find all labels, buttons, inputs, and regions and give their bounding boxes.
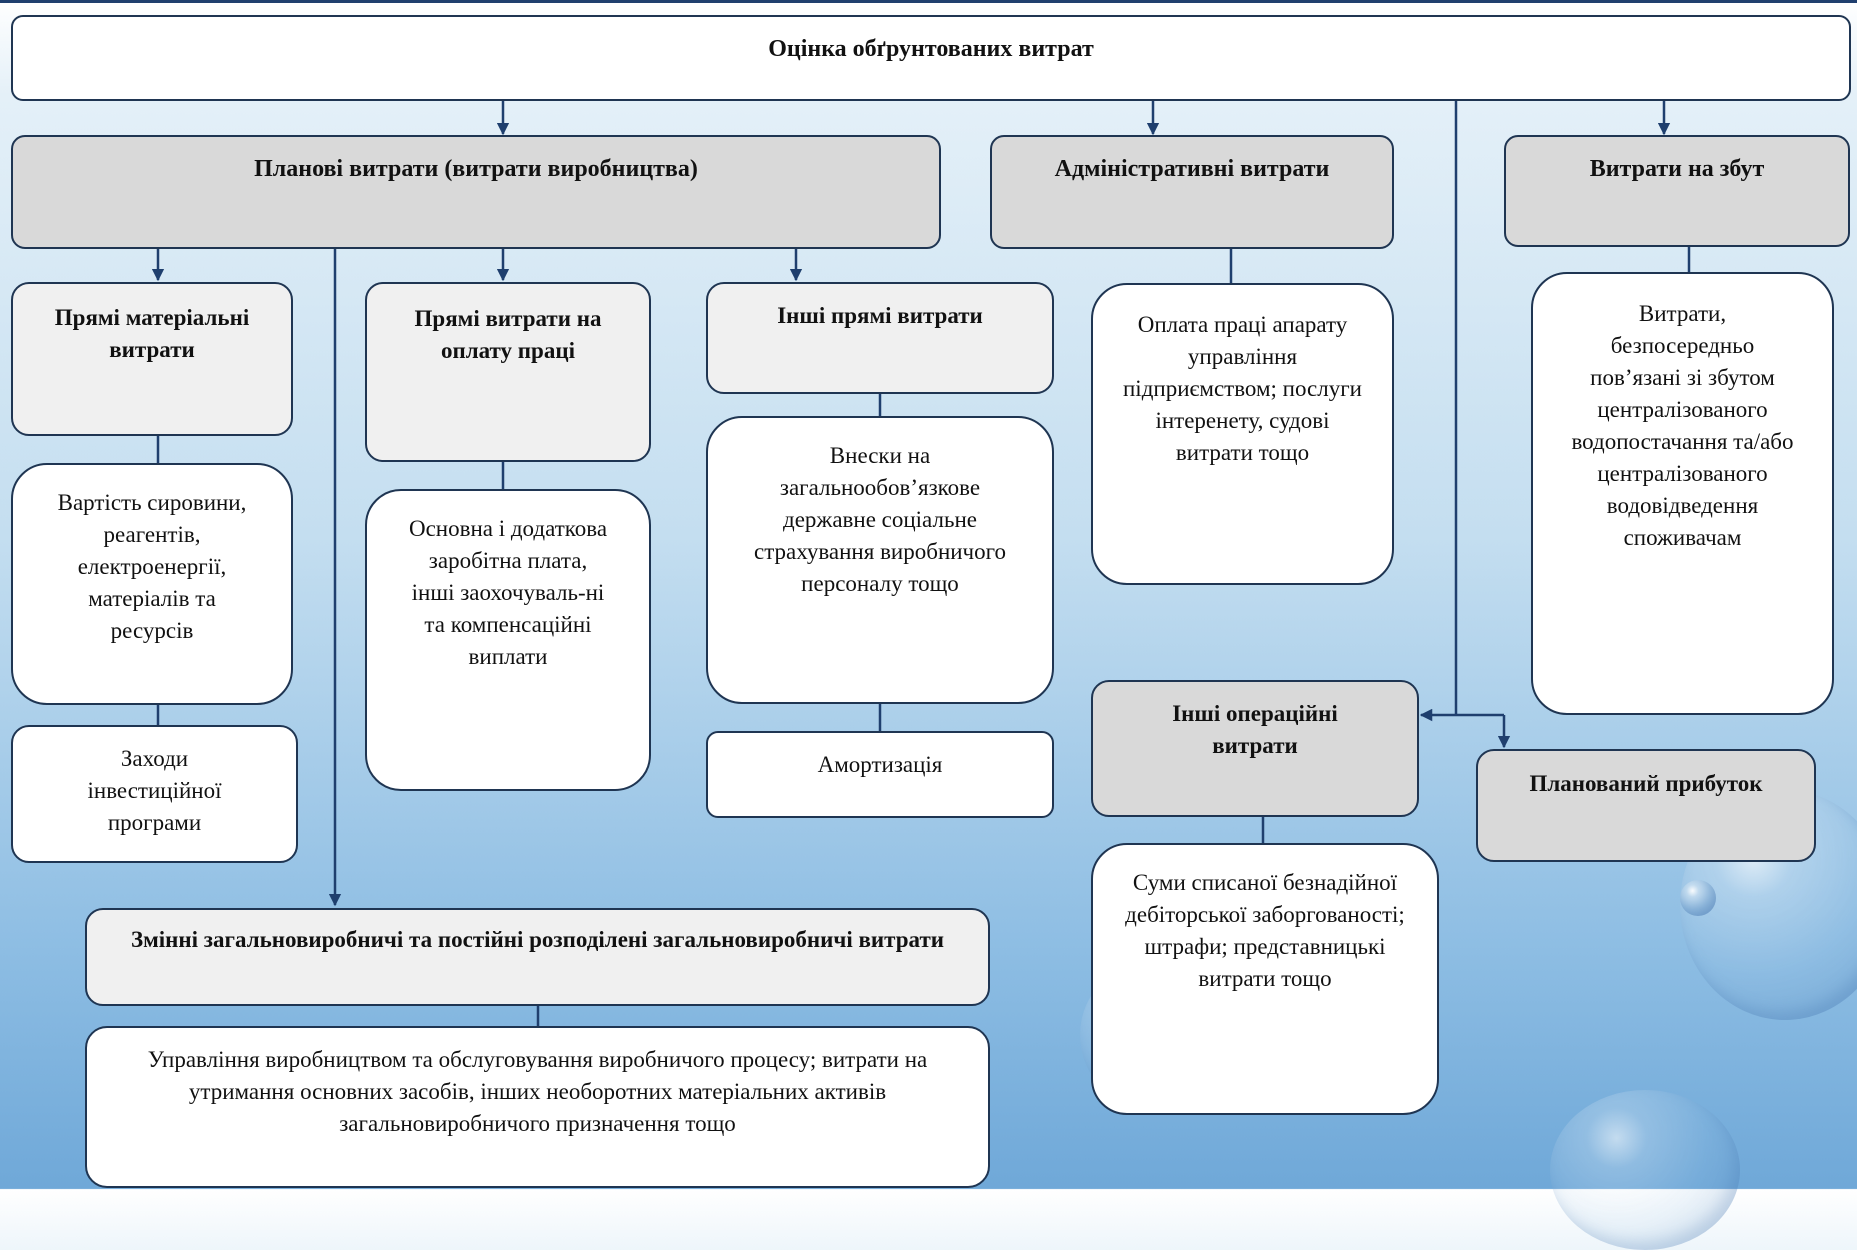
other-direct-label: Інші прямі витрати [777,303,983,328]
other-operating-desc-box: Суми списаної безнадійної дебіторської з… [1091,843,1439,1115]
overhead-desc: Управління виробництвом та обслуговуванн… [147,1047,928,1136]
root-label: Оцінка обґрунтованих витрат [768,36,1094,62]
sales-costs-label: Витрати на збут [1589,156,1765,182]
admin-costs-box: Адміністративні витрати [990,135,1394,249]
decorative-bubble [1680,880,1716,916]
sales-desc: Витрати, безпосередньо пов’язані зі збут… [1571,301,1794,550]
direct-labor-label: Прямі витрати на оплату праці [414,306,602,363]
planned-profit-box: Планований прибуток [1476,749,1816,862]
overhead-box: Змінні загальновиробничі та постійні роз… [85,908,990,1006]
sales-desc-box: Витрати, безпосередньо пов’язані зі збут… [1531,272,1834,715]
other-operating-label: Інші операційні витрати [1172,701,1338,758]
investment-program-box: Заходи інвестиційної програми [11,725,298,863]
direct-material-desc-box: Вартість сировини, реагентів, електроене… [11,463,293,705]
direct-labor-desc: Основна і додаткова заробітна плата, інш… [408,516,608,669]
other-direct-box: Інші прямі витрати [706,282,1054,394]
direct-labor-box: Прямі витрати на оплату праці [365,282,651,462]
depreciation-label: Амортизація [817,752,943,777]
direct-material-label: Прямі матеріальні витрати [54,305,250,362]
other-operating-box: Інші операційні витрати [1091,680,1419,817]
top-border-line [0,0,1857,3]
direct-labor-desc-box: Основна і додаткова заробітна плата, інш… [365,489,651,791]
other-direct-desc: Внески на загальнообов’язкове державне с… [753,443,1006,596]
root-box: Оцінка обґрунтованих витрат [11,15,1851,101]
direct-material-box: Прямі матеріальні витрати [11,282,293,436]
planned-profit-label: Планований прибуток [1529,771,1763,796]
planned-costs-label: Планові витрати (витрати виробництва) [254,156,698,182]
planned-costs-box: Планові витрати (витрати виробництва) [11,135,941,249]
direct-material-desc: Вартість сировини, реагентів, електроене… [57,490,247,643]
admin-desc-box: Оплата праці апарату управління підприєм… [1091,283,1394,585]
admin-desc: Оплата праці апарату управління підприєм… [1123,312,1362,465]
overhead-label: Змінні загальновиробничі та постійні роз… [130,927,945,952]
depreciation-box: Амортизація [706,731,1054,818]
other-direct-desc-box: Внески на загальнообов’язкове державне с… [706,416,1054,704]
investment-program-label: Заходи інвестиційної програми [87,746,222,835]
decorative-bubble [1550,1090,1740,1250]
sales-costs-box: Витрати на збут [1504,135,1850,247]
admin-costs-label: Адміністративні витрати [1054,156,1330,182]
other-operating-desc: Суми списаної безнадійної дебіторської з… [1125,870,1405,991]
overhead-desc-box: Управління виробництвом та обслуговуванн… [85,1026,990,1188]
